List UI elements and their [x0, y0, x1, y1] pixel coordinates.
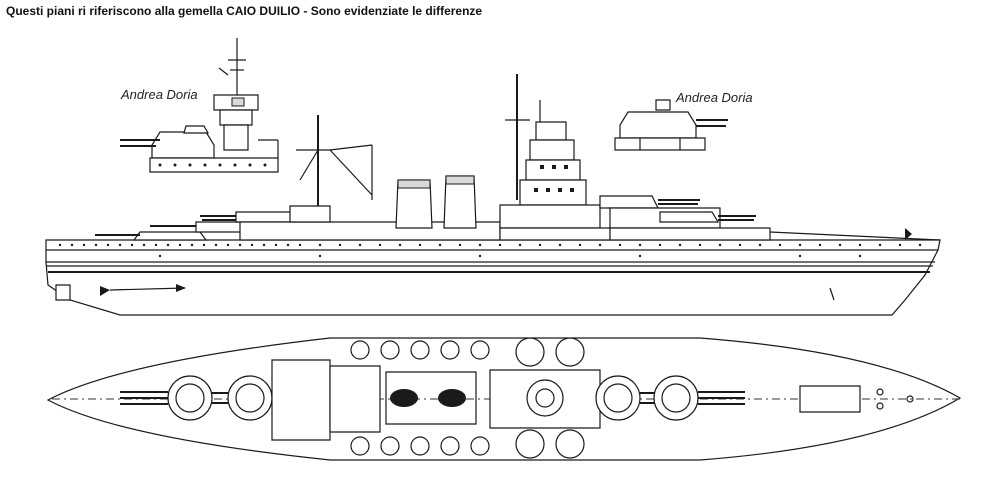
portholes	[58, 243, 922, 258]
inset-label-left: Andrea Doria	[121, 87, 198, 102]
turret-aft-low	[120, 375, 213, 421]
inset-label-right: Andrea Doria	[676, 90, 753, 105]
side-profile-drawing	[45, 74, 941, 316]
page-caption: Questi piani ri riferiscono alla gemella…	[6, 4, 483, 18]
funnel-fore-plan	[438, 389, 466, 407]
inset-right-drawing	[614, 99, 728, 151]
secondary-mounts	[350, 337, 585, 459]
plan-view-drawing	[46, 337, 962, 461]
inset-left-drawing	[120, 38, 279, 173]
turret-fore-low	[653, 375, 745, 421]
funnel-aft-plan	[390, 389, 418, 407]
turret-fore-high	[595, 375, 656, 421]
